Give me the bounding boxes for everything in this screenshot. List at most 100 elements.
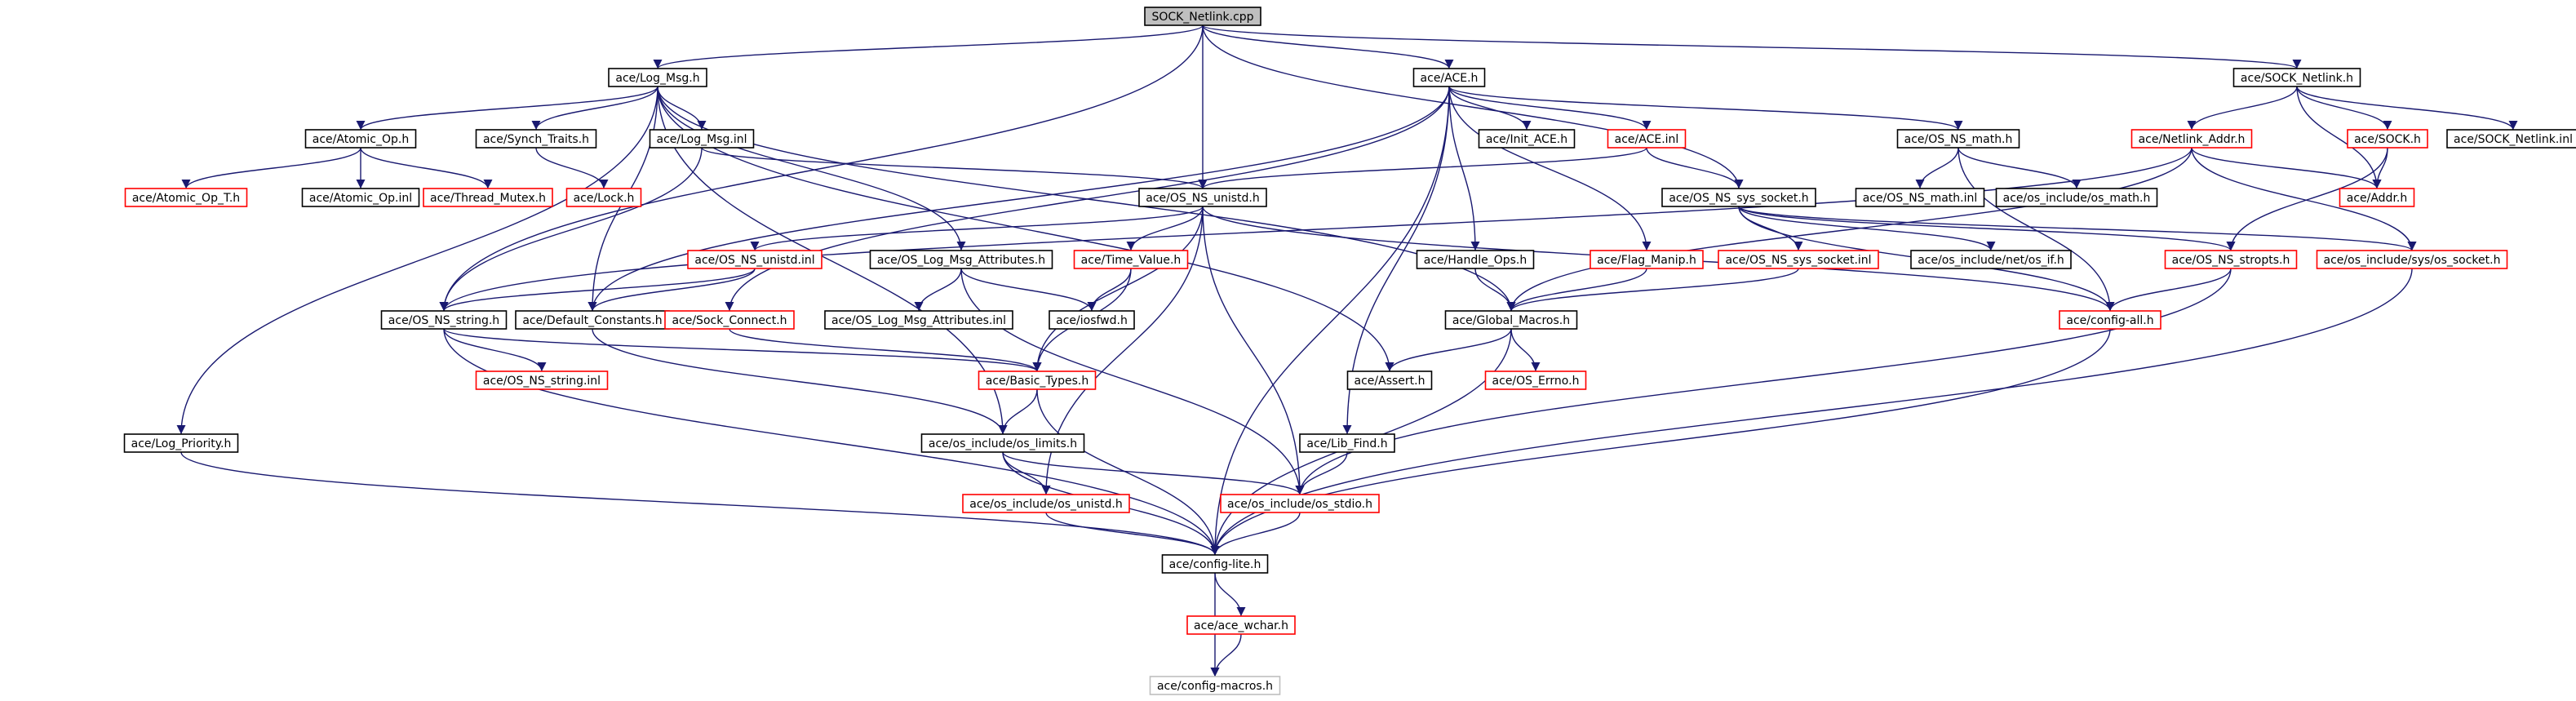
node-label: ace/os_include/os_math.h	[2003, 192, 2151, 205]
node-osnsstropts[interactable]: ace/OS_NS_stropts.h	[2164, 250, 2298, 269]
edge-osnssyssock-to-osnsstropts	[1738, 206, 2236, 251]
node-oslogmsgattrinl[interactable]: ace/OS_Log_Msg_Attributes.inl	[824, 310, 1013, 330]
node-iosfwd[interactable]: ace/iosfwd.h	[1049, 310, 1135, 330]
node-initace[interactable]: ace/Init_ACE.h	[1478, 129, 1576, 149]
edge-logmsg-to-synch	[531, 86, 658, 131]
edge-socknl-to-sockh	[2296, 86, 2392, 131]
node-box	[1049, 310, 1135, 330]
node-osnssyssockinl[interactable]: ace/OS_NS_sys_socket.inl	[1718, 250, 1879, 269]
node-box	[1995, 188, 2158, 207]
node-label: ace/SOCK.h	[2354, 133, 2421, 146]
node-label: ace/Assert.h	[1355, 375, 1425, 388]
node-timevalue[interactable]: ace/Time_Value.h	[1073, 250, 1189, 269]
node-defconst[interactable]: ace/Default_Constants.h	[515, 310, 670, 330]
edge-osnsstring-to-basictypes	[443, 328, 1042, 372]
edge-netlinkaddr-to-globalmacros	[1506, 147, 2192, 312]
node-label: ace/config-macros.h	[1157, 680, 1273, 693]
node-globalmacros[interactable]: ace/Global_Macros.h	[1444, 310, 1578, 330]
node-osnsmathinl[interactable]: ace/OS_NS_math.inl	[1855, 188, 1985, 207]
edge-osnsstring-to-osnsstringinl	[443, 328, 547, 372]
node-label: ace/OS_NS_string.h	[388, 314, 499, 327]
node-box	[1718, 250, 1879, 269]
node-osincunistd[interactable]: ace/os_include/os_unistd.h	[962, 494, 1130, 513]
node-atomic[interactable]: ace/Atomic_Op.h	[304, 129, 417, 149]
node-osnsunistdinl[interactable]: ace/OS_NS_unistd.inl	[687, 250, 822, 269]
edge-osnsstropts-to-configall	[2105, 268, 2232, 312]
edge-osnsstropts-to-osincstdio	[1295, 268, 2232, 495]
edge-aceinl-to-osnsunistd	[1198, 147, 1647, 189]
node-oslogmsgattr[interactable]: ace/OS_Log_Msg_Attributes.h	[869, 250, 1053, 269]
node-box	[1589, 250, 1704, 269]
edge-osnsunistd-to-osincstdio	[1202, 206, 1305, 495]
node-label: ace/OS_NS_unistd.inl	[694, 254, 814, 267]
node-osnsstring[interactable]: ace/OS_NS_string.h	[380, 310, 508, 330]
node-flagmanip[interactable]: ace/Flag_Manip.h	[1589, 250, 1704, 269]
node-osincstdio[interactable]: ace/os_include/os_stdio.h	[1220, 494, 1380, 513]
node-atomicinl[interactable]: ace/Atomic_Op.inl	[301, 188, 420, 207]
node-osincmath[interactable]: ace/os_include/os_math.h	[1995, 188, 2158, 207]
node-ace[interactable]: ace/ACE.h	[1412, 68, 1486, 87]
node-assert[interactable]: ace/Assert.h	[1346, 370, 1433, 390]
node-label: ace/OS_NS_string.inl	[483, 375, 601, 388]
node-configall[interactable]: ace/config-all.h	[2059, 310, 2161, 330]
edge-sockh-to-osnsstropts	[2226, 147, 2388, 251]
node-osnssyssock[interactable]: ace/OS_NS_sys_socket.h	[1661, 188, 1816, 207]
node-osnsunistd[interactable]: ace/OS_NS_unistd.h	[1138, 188, 1267, 207]
node-box	[1073, 250, 1189, 269]
node-socknl[interactable]: ace/SOCK_Netlink.h	[2232, 68, 2361, 87]
edge-defconst-to-osinclimits	[592, 328, 1008, 435]
node-synch[interactable]: ace/Synch_Traits.h	[475, 129, 597, 149]
node-osnsmath[interactable]: ace/OS_NS_math.h	[1896, 129, 2020, 149]
node-oserrno[interactable]: ace/OS_Errno.h	[1484, 370, 1587, 390]
node-acewchar[interactable]: ace/ace_wchar.h	[1186, 615, 1296, 635]
node-logmsginl[interactable]: ace/Log_Msg.inl	[649, 129, 755, 149]
node-label: ace/Lock.h	[574, 192, 635, 205]
edge-osnssyssock-to-osincsyssock	[1738, 206, 2417, 251]
edge-root-to-ace	[1202, 24, 1454, 69]
edge-ace-to-aceinl	[1448, 86, 1652, 131]
node-sockh[interactable]: ace/SOCK.h	[2347, 129, 2428, 149]
edge-root-to-osnsstring	[439, 24, 1204, 312]
node-netlinkaddr[interactable]: ace/Netlink_Addr.h	[2130, 129, 2253, 149]
node-threadmutex[interactable]: ace/Thread_Mutex.h	[423, 188, 553, 207]
node-box	[2164, 250, 2298, 269]
node-aceinl[interactable]: ace/ACE.inl	[1607, 129, 1687, 149]
node-label: ace/os_include/os_stdio.h	[1227, 498, 1372, 511]
node-box	[978, 370, 1097, 390]
edge-acewchar-to-configmacros	[1210, 633, 1242, 677]
nodes-layer: SOCK_Netlink.cpp ace/Log_Msg.h ace/ACE.h ac…	[123, 7, 2576, 695]
node-socknlinl[interactable]: ace/SOCK_Netlink.inl	[2446, 129, 2576, 149]
node-osincnetif[interactable]: ace/os_include/net/os_if.h	[1910, 250, 2072, 269]
node-atomict[interactable]: ace/Atomic_Op_T.h	[124, 188, 248, 207]
node-configlite[interactable]: ace/config-lite.h	[1161, 554, 1269, 574]
node-box	[1144, 7, 1261, 26]
node-label: ace/config-all.h	[2066, 314, 2153, 327]
node-logpriority[interactable]: ace/Log_Priority.h	[123, 433, 239, 453]
node-logmsg[interactable]: ace/Log_Msg.h	[608, 68, 707, 87]
node-osnsstringinl[interactable]: ace/OS_NS_string.inl	[475, 370, 609, 390]
node-label: ace/Addr.h	[2347, 192, 2408, 205]
edge-sockh-to-addr	[2372, 147, 2388, 189]
node-sockconnect[interactable]: ace/Sock_Connect.h	[664, 310, 795, 330]
node-handleops[interactable]: ace/Handle_Ops.h	[1416, 250, 1535, 269]
node-label: ace/ACE.h	[1421, 72, 1479, 85]
node-box	[304, 129, 417, 149]
node-label: ace/OS_Log_Msg_Attributes.h	[877, 254, 1045, 267]
edge-flagmanip-to-globalmacros	[1506, 268, 1647, 312]
node-box	[2339, 188, 2415, 207]
node-root[interactable]: SOCK_Netlink.cpp	[1144, 7, 1261, 26]
node-box	[1478, 129, 1576, 149]
node-lock[interactable]: ace/Lock.h	[565, 188, 642, 207]
node-addr[interactable]: ace/Addr.h	[2339, 188, 2415, 207]
node-label: ace/Log_Msg.inl	[657, 133, 747, 146]
node-libfind[interactable]: ace/Lib_Find.h	[1299, 433, 1395, 453]
edge-osnsunistd-to-basictypes	[1032, 206, 1204, 372]
node-configmacros[interactable]: ace/config-macros.h	[1149, 676, 1281, 695]
edge-basictypes-to-configlite	[1036, 388, 1220, 556]
node-osinclimits[interactable]: ace/os_include/os_limits.h	[920, 433, 1085, 453]
node-basictypes[interactable]: ace/Basic_Types.h	[978, 370, 1097, 390]
node-label: ace/Basic_Types.h	[986, 375, 1088, 388]
edge-osnssyssockinl-to-globalmacros	[1506, 268, 1799, 312]
node-osincsyssock[interactable]: ace/os_include/sys/os_socket.h	[2316, 250, 2508, 269]
